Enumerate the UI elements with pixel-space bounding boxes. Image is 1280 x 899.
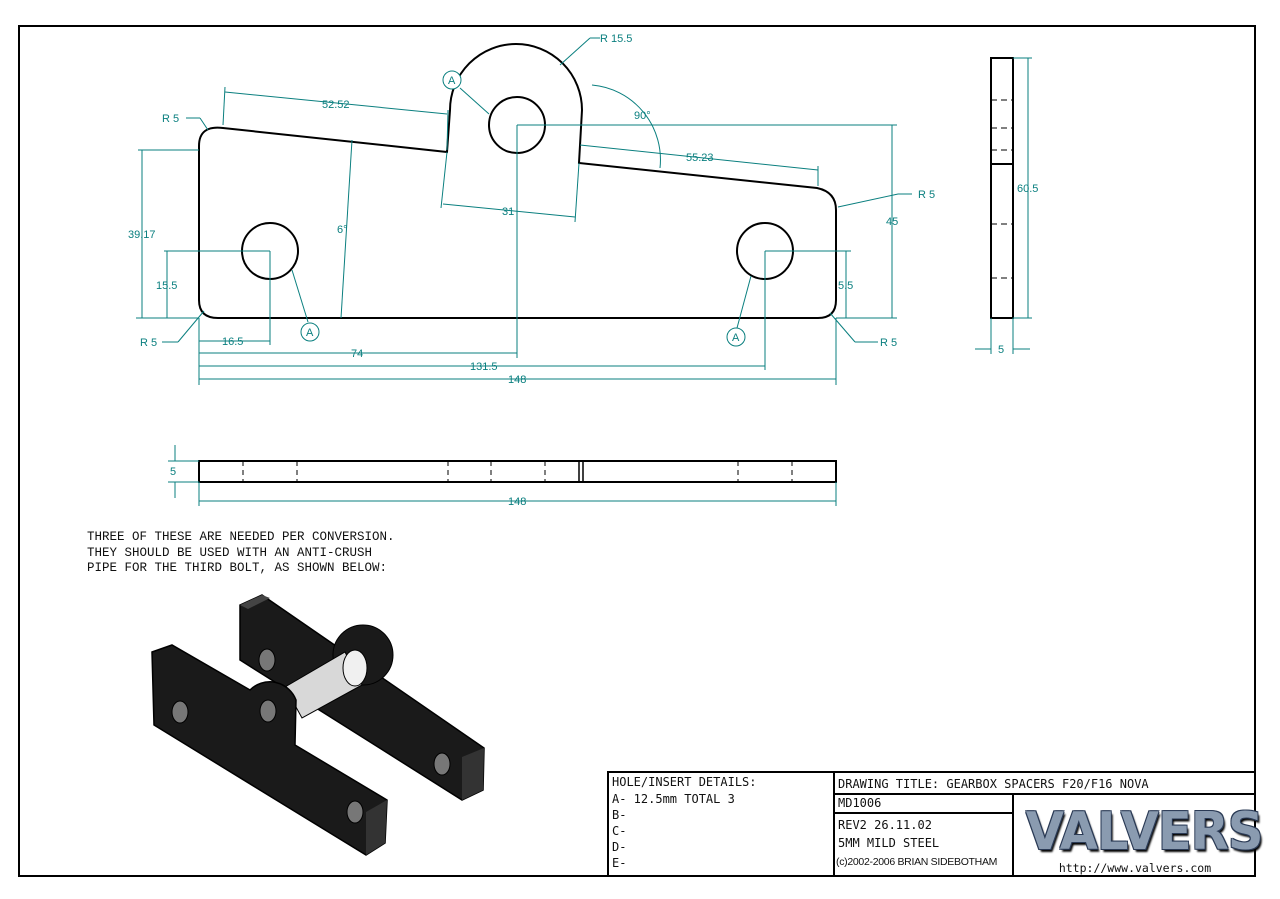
copyright: (c)2002-2006 BRIAN SIDEBOTHAM — [836, 856, 998, 868]
dim-55-23: 55.23 — [686, 152, 714, 164]
hole-detail-b: B- — [612, 808, 627, 822]
isometric-assembly-illustration — [151, 594, 485, 856]
callout-a-right: A — [732, 332, 740, 344]
dim-r5-top-right: R 5 — [918, 189, 935, 201]
hole-details-header: HOLE/INSERT DETAILS: — [612, 775, 757, 789]
hole-callout-circles — [300, 70, 746, 347]
conversion-notes: THREE OF THESE ARE NEEDED PER CONVERSION… — [87, 530, 395, 577]
dim-5-5: 5.5 — [838, 280, 853, 292]
revision: REV2 26.11.02 — [838, 818, 932, 832]
logo-panel — [1014, 795, 1254, 875]
dim-15-5: 15.5 — [156, 280, 177, 292]
valvers-logo: VALVERS — [1025, 802, 1264, 862]
dim-r155: R 15.5 — [600, 33, 632, 45]
dim-52-52: 52.52 — [322, 99, 350, 111]
hole-detail-d: D- — [612, 840, 627, 854]
dim-148-bottom: 148 — [508, 496, 526, 508]
drawing-title: DRAWING TITLE: GEARBOX SPACERS F20/F16 N… — [838, 777, 1149, 791]
drawing-number: MD1006 — [838, 796, 882, 810]
callout-a-top: A — [448, 75, 456, 87]
dim-39-17: 39.17 — [128, 229, 156, 241]
part-outline — [198, 43, 837, 319]
dim-31: 31 — [502, 206, 514, 218]
callout-a-left: A — [306, 327, 314, 339]
dim-16-5: 16.5 — [222, 336, 243, 348]
hole-detail-c: C- — [612, 824, 627, 838]
dim-5-side: 5 — [998, 344, 1004, 356]
dim-45: 45 — [886, 216, 898, 228]
dim-148-front: 148 — [508, 374, 526, 386]
hole-callout-letters: A A A — [306, 75, 740, 344]
dim-r5-bottom-left: R 5 — [140, 337, 157, 349]
dim-90-deg: 90° — [634, 110, 651, 122]
dim-r5-bottom-right: R 5 — [880, 337, 897, 349]
bottom-view — [168, 445, 837, 506]
note-line-1: THREE OF THESE ARE NEEDED PER CONVERSION… — [87, 530, 395, 544]
material: 5MM MILD STEEL — [838, 836, 940, 850]
title-block-frame — [607, 771, 1256, 877]
dimension-texts: R 15.5 R 5 R 5 R 5 R 5 52.52 90° 55.23 3… — [128, 33, 1038, 508]
dim-r5-top-left: R 5 — [162, 113, 179, 125]
dimension-lines — [136, 37, 912, 385]
dim-6-deg: 6° — [337, 224, 348, 236]
note-line-3: PIPE FOR THE THIRD BOLT, AS SHOWN BELOW: — [87, 561, 388, 575]
dim-131-5: 131.5 — [470, 361, 498, 373]
dim-5-bottom: 5 — [170, 466, 176, 478]
note-line-2: THEY SHOULD BE USED WITH AN ANTI-CRUSH — [87, 545, 373, 560]
side-view — [975, 57, 1032, 354]
website-url: http://www.valvers.com — [1058, 861, 1212, 875]
dim-74: 74 — [351, 348, 363, 360]
hole-detail-a: A- 12.5mm TOTAL 3 — [612, 792, 735, 806]
hole-detail-e: E- — [612, 856, 627, 870]
